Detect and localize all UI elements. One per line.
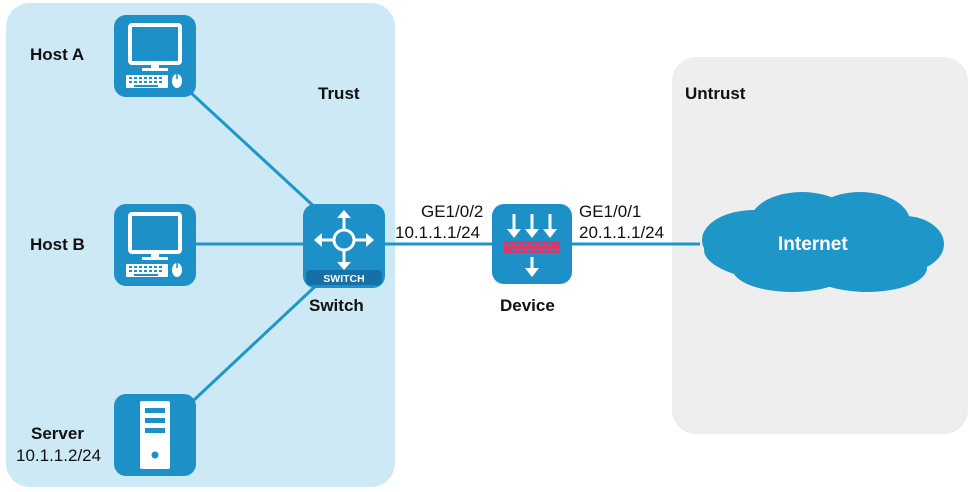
host-b-label: Host B xyxy=(30,235,85,254)
host-a-label: Host A xyxy=(30,45,85,64)
device-node xyxy=(492,204,572,284)
server-node xyxy=(114,394,196,476)
desktop-computer-icon xyxy=(114,15,196,97)
device-inside-ip-label: 10.1.1.1/24 xyxy=(395,223,481,242)
device-outside-ip-label: 20.1.1.1/24 xyxy=(579,223,665,242)
internet-node xyxy=(692,188,952,300)
switch-label: Switch xyxy=(309,296,364,315)
switch-icon: SWITCH xyxy=(303,204,385,288)
firewall-icon xyxy=(492,204,572,284)
host-a-node xyxy=(114,15,196,97)
switch-badge-text: SWITCH xyxy=(323,273,364,285)
trust-zone-label: Trust xyxy=(318,84,360,103)
switch-node: SWITCH xyxy=(303,204,385,288)
device-outside-port-label: GE1/0/1 xyxy=(579,202,642,221)
server-ip-label: 10.1.1.2/24 xyxy=(16,446,102,465)
link-host-a-switch xyxy=(188,90,322,214)
server-label: Server xyxy=(31,424,84,443)
cloud-icon xyxy=(702,192,944,292)
internet-label: Internet xyxy=(778,234,848,255)
host-b-node xyxy=(114,204,196,286)
desktop-computer-icon xyxy=(114,204,196,286)
server-icon xyxy=(114,394,196,476)
untrust-zone-label: Untrust xyxy=(685,84,746,103)
device-inside-port-label: GE1/0/2 xyxy=(421,202,484,221)
device-label: Device xyxy=(500,296,555,315)
link-server-switch xyxy=(192,278,324,402)
